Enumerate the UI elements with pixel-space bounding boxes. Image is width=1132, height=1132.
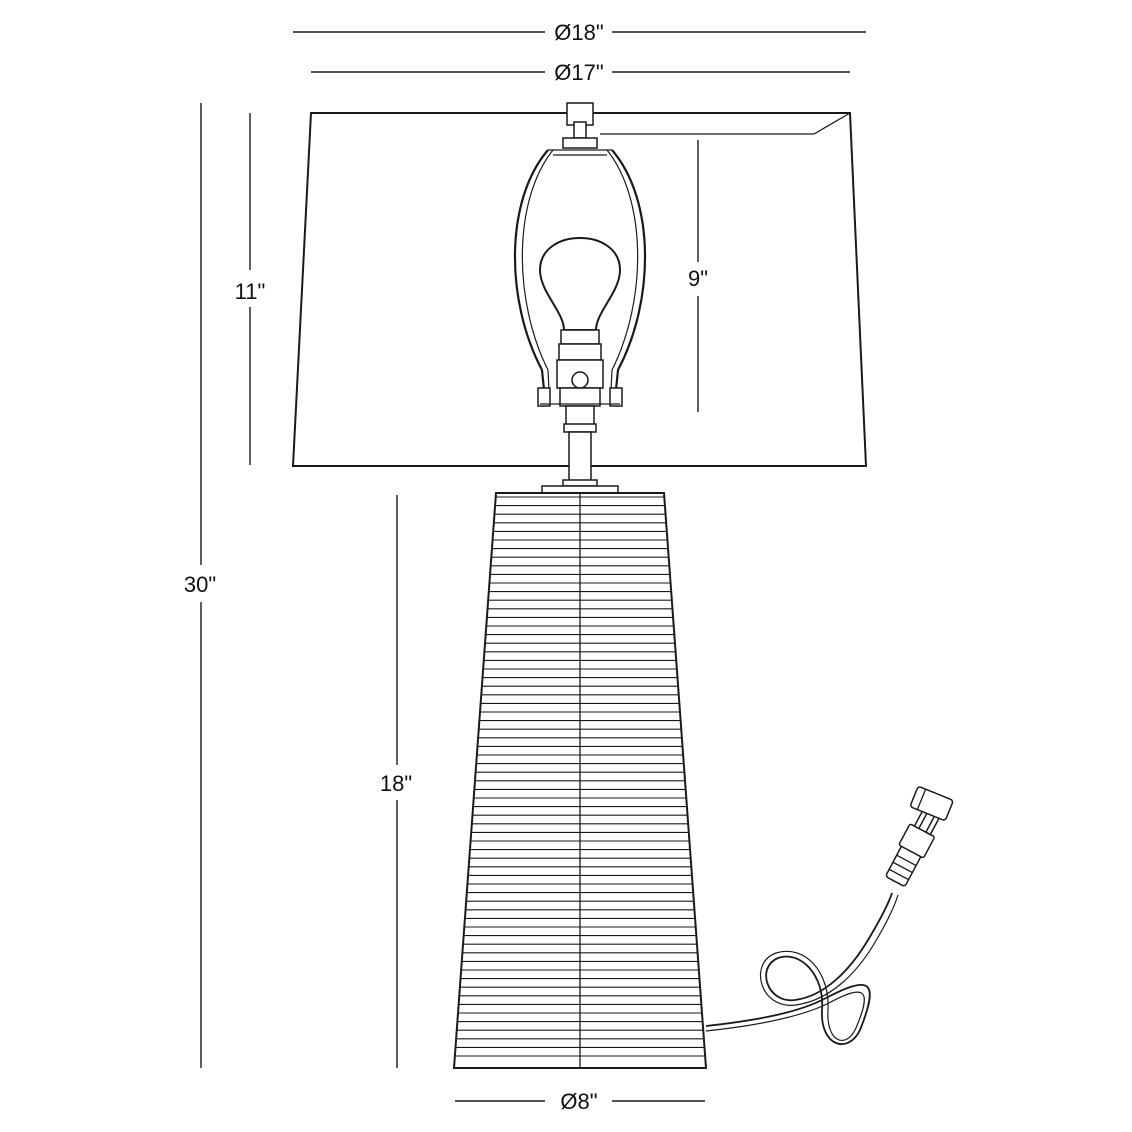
- lamp-neck: [541, 423, 619, 494]
- dimension-base-height: 18": [380, 495, 412, 1068]
- lamp-base: [452, 492, 708, 1069]
- plug: [885, 807, 941, 887]
- dimension-shade-top-diameter: Ø18": [293, 20, 866, 45]
- label-base-diameter: Ø8": [560, 1089, 597, 1114]
- socket: [540, 329, 620, 427]
- dimension-base-diameter: Ø8": [455, 1089, 705, 1114]
- power-cord: [705, 892, 899, 1046]
- label-base-height: 18": [380, 771, 412, 796]
- label-harp-height: 9": [688, 266, 708, 291]
- dimension-harp-height: 9": [688, 140, 708, 412]
- dimension-shade-height: 11": [235, 113, 266, 465]
- base-ribs: [454, 496, 706, 1057]
- label-shade-top-diameter: Ø18": [554, 20, 603, 45]
- finial: [562, 102, 598, 149]
- harp: [513, 149, 647, 407]
- socket-switch: [571, 371, 589, 389]
- label-shade-bottom-diameter: Ø17": [554, 60, 603, 85]
- dimension-shade-bottom-diameter: Ø17": [311, 60, 850, 85]
- dimension-overall-height: 30": [184, 103, 216, 1068]
- plug-cap: [910, 786, 954, 821]
- label-shade-height: 11": [235, 279, 266, 304]
- label-overall-height: 30": [184, 572, 216, 597]
